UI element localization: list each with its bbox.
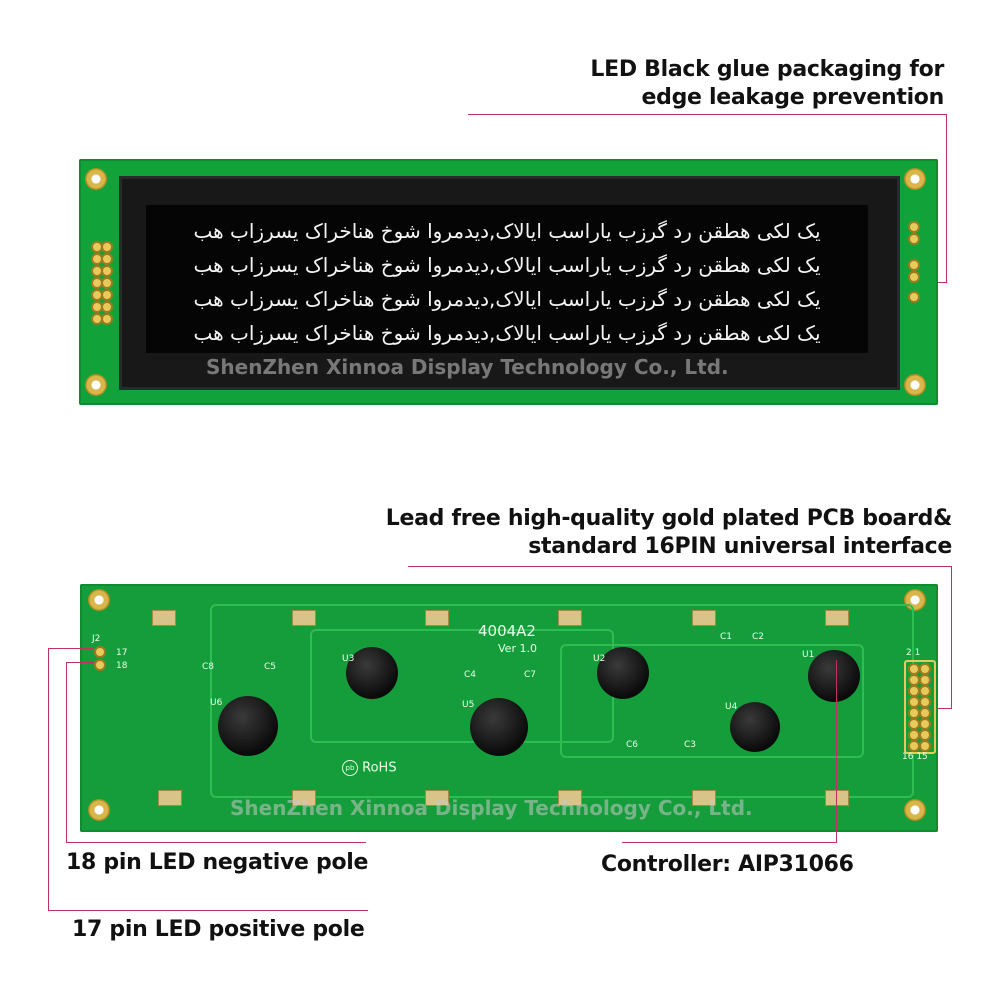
- callout-neg-pointer-bottom: [66, 842, 366, 843]
- silk-cap-label: C1: [720, 632, 733, 642]
- silk-header-top: 2 1: [906, 648, 921, 658]
- header-16pin: [904, 660, 936, 754]
- silk-pin-17: 17: [116, 648, 128, 658]
- mounting-hole-icon: [904, 168, 926, 190]
- lcd-row-1: یک لکی هطقن رد گرزب یاراسب ایالاک,دیدمرو…: [193, 219, 821, 243]
- silk-j2: J2: [92, 634, 101, 644]
- board-model-label: 4004A2: [478, 622, 536, 640]
- solder-pad: [425, 790, 449, 806]
- mounting-hole-icon: [904, 799, 926, 821]
- led-pin-18: [96, 661, 104, 669]
- callout-controller-pointer-v: [836, 660, 837, 843]
- silk-cap-label: C3: [684, 740, 697, 750]
- watermark-top: ShenZhen Xinnoa Display Technology Co., …: [206, 355, 729, 379]
- callout-controller-pointer-h: [622, 842, 836, 843]
- callout-led-positive: 17 pin LED positive pole: [72, 917, 365, 942]
- silk-chip-label: U5: [462, 700, 475, 710]
- mounting-hole-icon: [85, 374, 107, 396]
- callout-pcb-line-2: standard 16PIN universal interface: [528, 534, 952, 559]
- callout-neg-pointer-v: [66, 662, 67, 842]
- callout-pos-pointer-v: [48, 648, 49, 910]
- lcd-row-2: یک لکی هطقن رد گرزب یاراسب ایالاک,دیدمرو…: [193, 253, 821, 277]
- watermark-bottom: ShenZhen Xinnoa Display Technology Co., …: [230, 796, 753, 820]
- mounting-hole-icon: [904, 374, 926, 396]
- pcb-trace: [560, 644, 864, 758]
- chip-blob-u5: [470, 698, 528, 756]
- lcd-module-front: یک لکی هطقن رد گرزب یاراسب ایالاک,دیدمرو…: [79, 159, 938, 405]
- silk-cap-label: C5: [264, 662, 277, 672]
- silk-chip-label: U6: [210, 698, 223, 708]
- callout-glue: LED Black glue packaging for edge leakag…: [540, 56, 944, 112]
- solder-pad: [158, 790, 182, 806]
- callout-pcb-pointer-end: [928, 708, 952, 709]
- callout-pcb-pointer-v: [951, 566, 952, 708]
- mounting-hole-icon: [85, 168, 107, 190]
- lcd-row-3: یک لکی هطقن رد گرزب یاراسب ایالاک,دیدمرو…: [193, 287, 821, 311]
- callout-glue-pointer-h: [468, 114, 946, 115]
- solder-pad: [425, 610, 449, 626]
- chip-blob-u1: [808, 650, 860, 702]
- rohs-logo: pb RoHS: [342, 760, 397, 776]
- solder-pad: [558, 610, 582, 626]
- chip-blob-u4: [730, 702, 780, 752]
- chip-blob-u2: [597, 647, 649, 699]
- silk-header-bottom: 16 15: [902, 752, 928, 762]
- callout-glue-line-1: LED Black glue packaging for: [590, 57, 944, 82]
- silk-chip-label: U2: [593, 654, 606, 664]
- solder-pad: [558, 790, 582, 806]
- silk-chip-label: U3: [342, 654, 355, 664]
- callout-pos-pointer-bottom: [48, 910, 368, 911]
- solder-pad: [152, 610, 176, 626]
- led-pins-right: [907, 221, 921, 305]
- solder-pad: [692, 610, 716, 626]
- callout-pcb-pointer-h: [408, 566, 952, 567]
- silk-chip-label: U4: [725, 702, 738, 712]
- silk-cap-label: C2: [752, 632, 765, 642]
- solder-pad: [825, 610, 849, 626]
- callout-glue-pointer-v: [946, 114, 947, 282]
- silk-pin-18: 18: [116, 661, 128, 671]
- silk-cap-label: C8: [202, 662, 215, 672]
- board-version-label: Ver 1.0: [498, 642, 537, 655]
- callout-led-negative: 18 pin LED negative pole: [66, 850, 369, 875]
- rohs-pb-icon: pb: [342, 760, 358, 776]
- mounting-hole-icon: [88, 799, 110, 821]
- callout-pcb-line-1: Lead free high-quality gold plated PCB b…: [385, 506, 953, 531]
- lcd-bezel: یک لکی هطقن رد گرزب یاراسب ایالاک,دیدمرو…: [119, 176, 900, 390]
- led-pin-17: [96, 648, 104, 656]
- solder-pad: [292, 610, 316, 626]
- solder-pad: [825, 790, 849, 806]
- silk-cap-label: C7: [524, 670, 537, 680]
- mounting-hole-icon: [88, 589, 110, 611]
- solder-pad: [292, 790, 316, 806]
- callout-neg-pointer-top: [66, 662, 94, 663]
- silk-cap-label: C4: [464, 670, 477, 680]
- rohs-text: RoHS: [362, 760, 397, 776]
- chip-blob-u6: [218, 696, 278, 756]
- callout-glue-line-2: edge leakage prevention: [641, 85, 945, 110]
- callout-pos-pointer-top: [48, 648, 94, 649]
- callout-pcb: Lead free high-quality gold plated PCB b…: [380, 505, 953, 561]
- silk-cap-label: C6: [626, 740, 639, 750]
- header-pins-left: [91, 241, 113, 329]
- solder-pad: [692, 790, 716, 806]
- lcd-module-back: U3 U5 U2 U4 U1 U6 C8 C5 C4 C7 C6 C3 C1 C…: [80, 584, 938, 832]
- silk-chip-label: U1: [802, 650, 815, 660]
- lcd-screen: یک لکی هطقن رد گرزب یاراسب ایالاک,دیدمرو…: [146, 205, 868, 353]
- callout-controller: Controller: AIP31066: [601, 852, 854, 877]
- lcd-row-4: یک لکی هطقن رد گرزب یاراسب ایالاک,دیدمرو…: [193, 321, 821, 345]
- chip-blob-u3: [346, 647, 398, 699]
